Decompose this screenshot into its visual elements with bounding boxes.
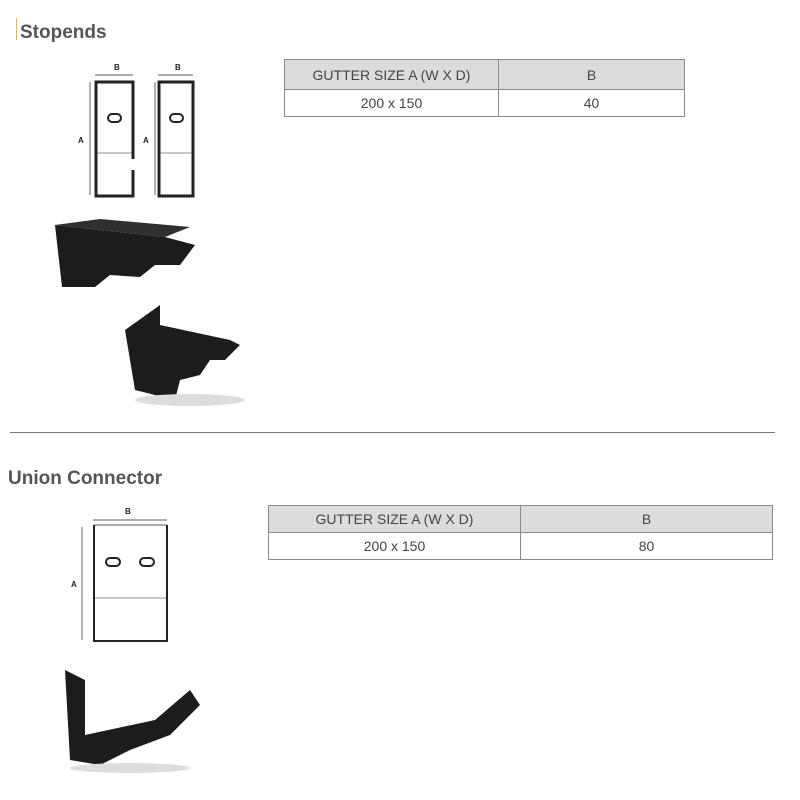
section-title-union-connector: Union Connector [8,468,163,489]
column-header: GUTTER SIZE A (W X D) [268,505,521,533]
column-header: B [498,59,685,90]
label-a: A [143,136,149,145]
stopends-table: GUTTER SIZE A (W X D) B 200 x 150 40 [284,59,685,117]
table-row: 200 x 150 40 [284,89,685,117]
stopend-photo-right [125,305,245,406]
section-title-stopends: Stopends [20,22,107,43]
table-cell: 200 x 150 [284,89,499,117]
label-b: B [175,63,181,72]
column-header: GUTTER SIZE A (W X D) [284,59,499,90]
label-a: A [78,136,84,145]
union-connector-diagram: B A [71,507,168,642]
union-connector-table: GUTTER SIZE A (W X D) B 200 x 150 80 [268,505,773,560]
table-cell: 200 x 150 [268,532,521,560]
label-b: B [125,507,131,516]
accent-mark [16,18,17,40]
stopends-diagram: B B A A [78,63,195,198]
stopend-photo-left [55,219,195,287]
section-divider [10,432,775,433]
label-b: B [114,63,120,72]
label-a: A [71,580,77,589]
column-header: B [520,505,773,533]
table-row: 200 x 150 80 [268,532,773,560]
union-connector-photo [65,670,200,773]
table-cell: 40 [498,89,685,117]
table-cell: 80 [520,532,773,560]
